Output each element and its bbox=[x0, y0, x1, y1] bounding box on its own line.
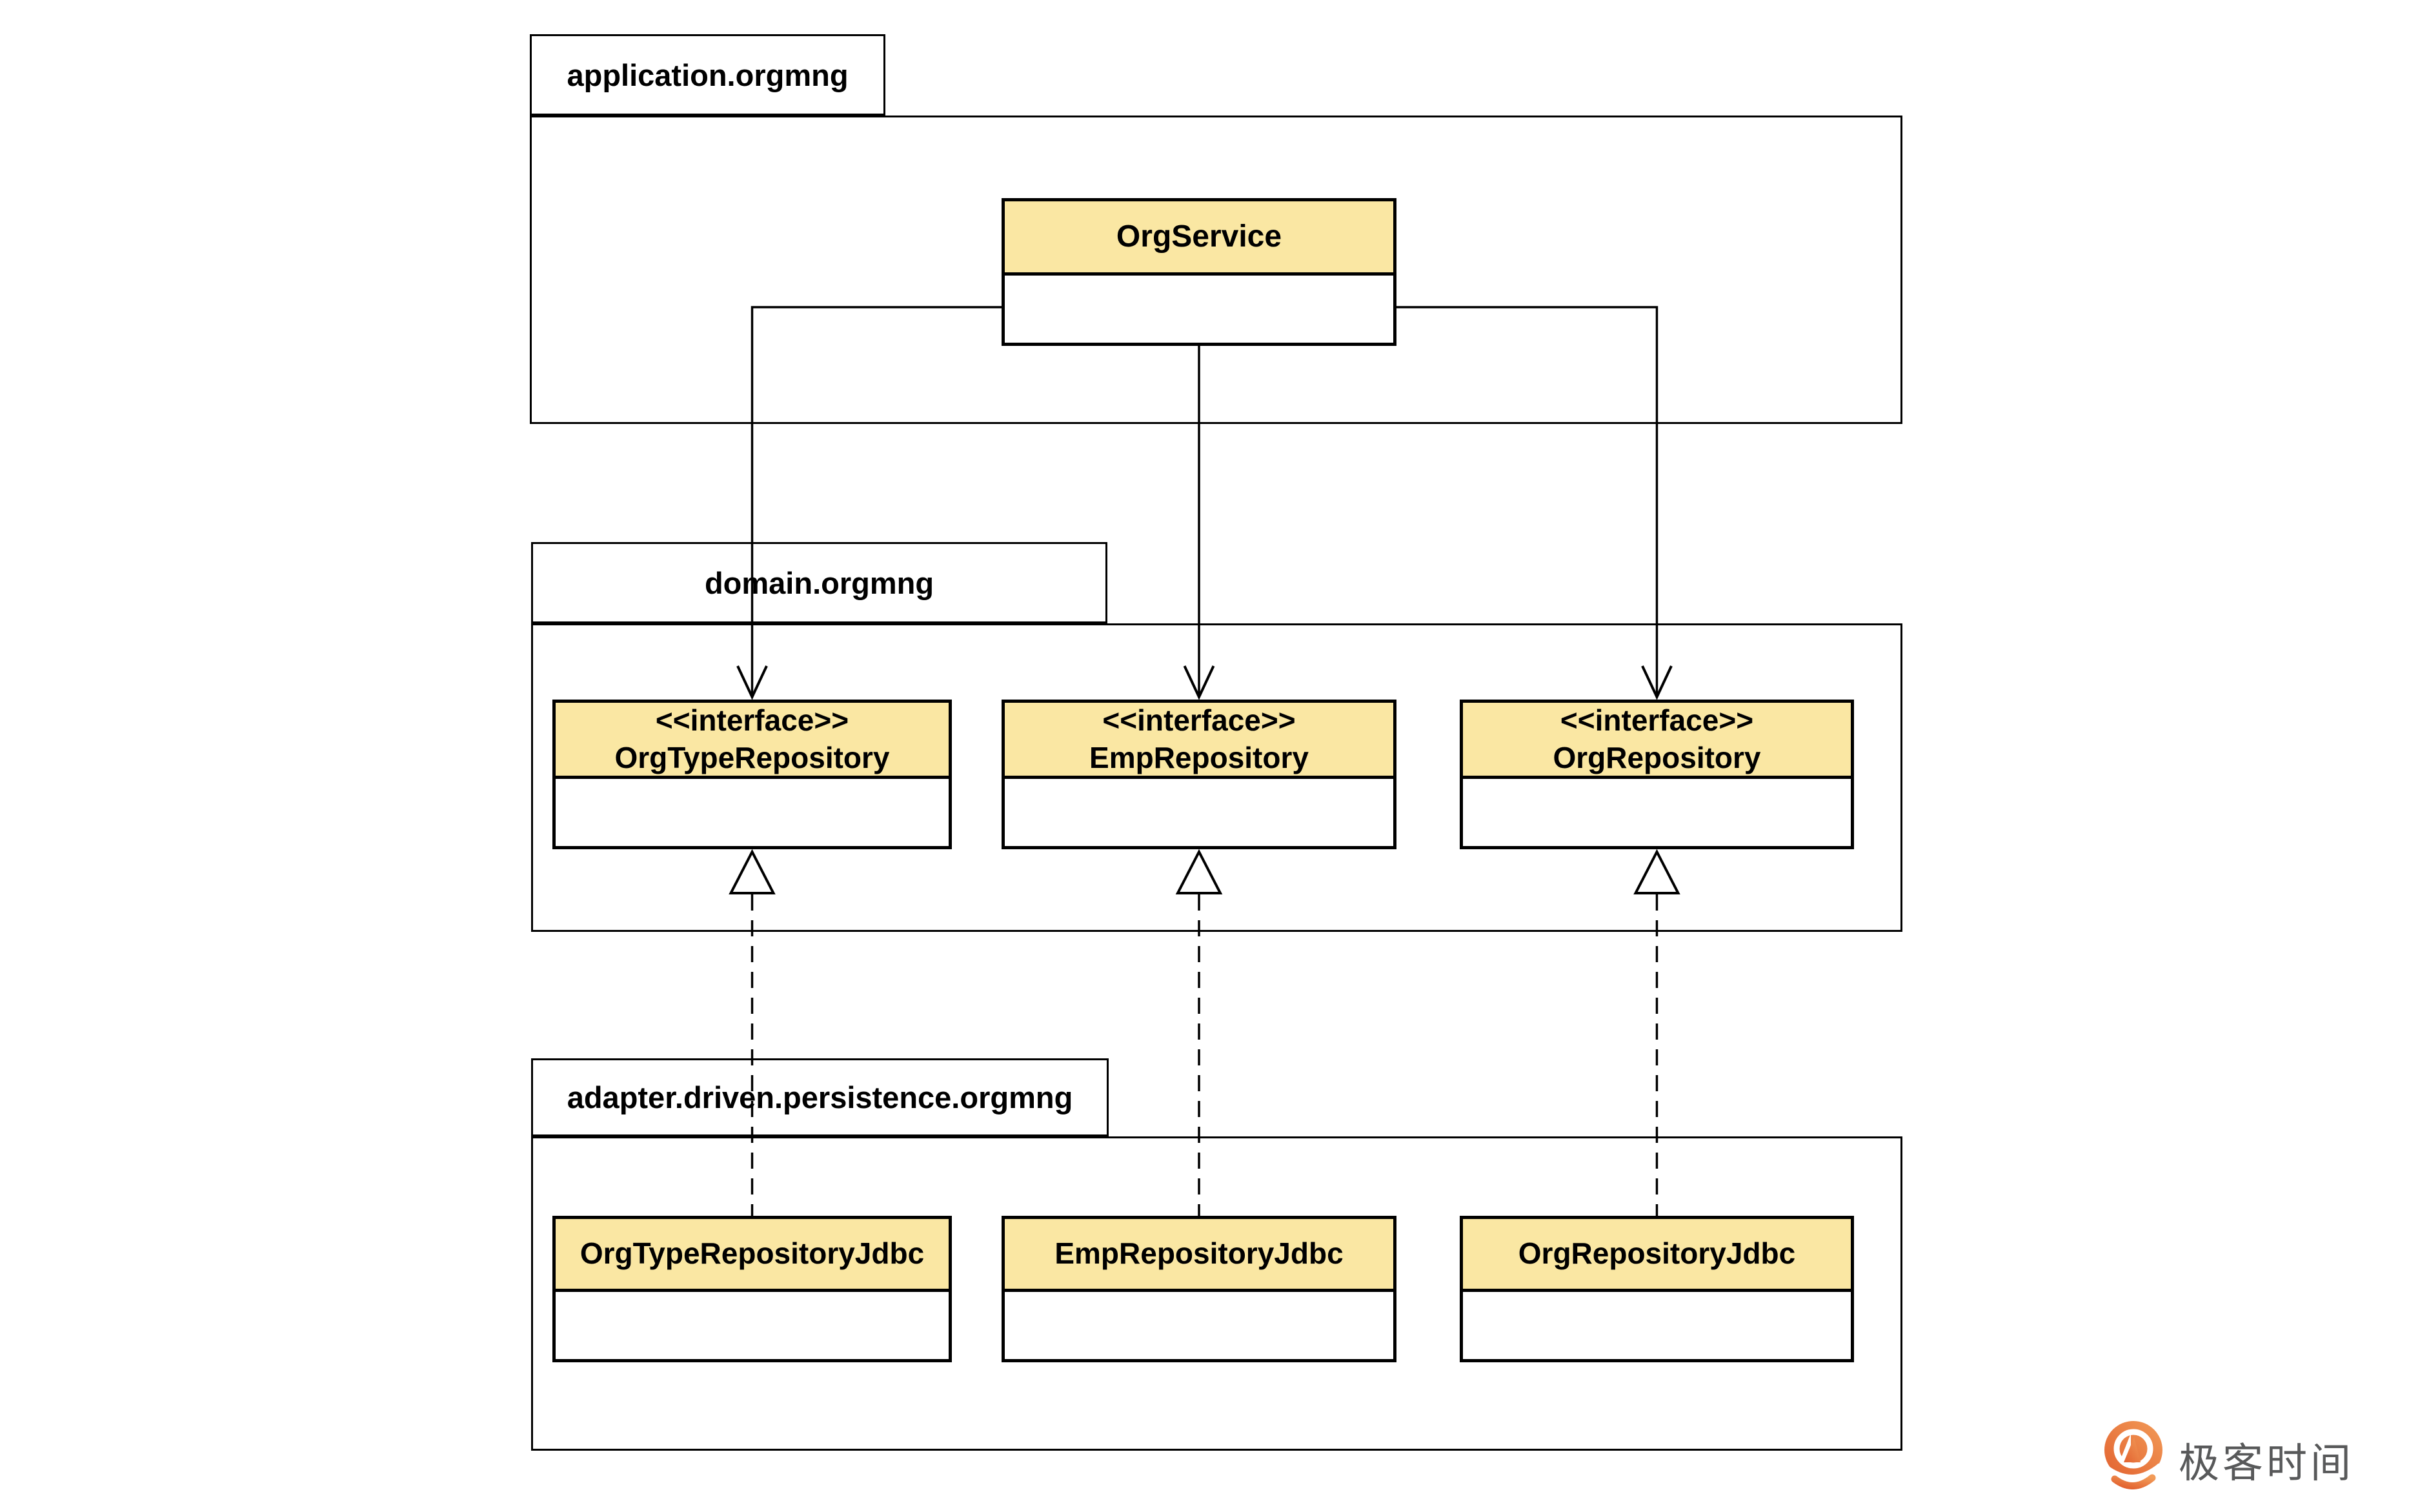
class-box-orgtyperepositoryjdbc: OrgTypeRepositoryJdbc bbox=[552, 1216, 952, 1362]
class-name-orgservice: OrgService bbox=[1116, 219, 1282, 254]
class-box-emprepositoryjdbc: EmpRepositoryJdbc bbox=[1002, 1216, 1396, 1362]
class-header-orgrepository: <<interface>> OrgRepository bbox=[1463, 703, 1851, 779]
class-body-emprepository bbox=[1005, 779, 1393, 846]
class-stereotype-emprepository: <<interface>> bbox=[1102, 703, 1296, 738]
class-body-orgservice bbox=[1005, 276, 1393, 343]
class-stereotype-orgtyperepository: <<interface>> bbox=[655, 703, 849, 738]
class-name-orgtyperepositoryjdbc: OrgTypeRepositoryJdbc bbox=[580, 1236, 925, 1271]
geektime-wordmark: 极客时间 bbox=[2179, 1440, 2354, 1486]
class-header-emprepository: <<interface>> EmpRepository bbox=[1005, 703, 1393, 779]
class-header-emprepositoryjdbc: EmpRepositoryJdbc bbox=[1005, 1219, 1393, 1292]
class-stereotype-orgrepository: <<interface>> bbox=[1560, 703, 1754, 738]
package-tab-domain: domain.orgmng bbox=[531, 542, 1107, 623]
class-box-orgrepository: <<interface>> OrgRepository bbox=[1460, 700, 1854, 849]
package-tab-application: application.orgmng bbox=[530, 34, 885, 116]
package-label-domain: domain.orgmng bbox=[704, 565, 934, 600]
class-header-orgrepositoryjdbc: OrgRepositoryJdbc bbox=[1463, 1219, 1851, 1292]
class-name-orgtyperepository: OrgTypeRepository bbox=[614, 740, 890, 774]
class-name-emprepositoryjdbc: EmpRepositoryJdbc bbox=[1054, 1236, 1344, 1271]
class-box-orgrepositoryjdbc: OrgRepositoryJdbc bbox=[1460, 1216, 1854, 1362]
class-name-emprepository: EmpRepository bbox=[1089, 740, 1309, 774]
class-body-emprepositoryjdbc bbox=[1005, 1292, 1393, 1359]
class-box-orgservice: OrgService bbox=[1002, 198, 1396, 346]
package-label-adapter: adapter.driven.persistence.orgmng bbox=[567, 1080, 1073, 1114]
class-body-orgrepository bbox=[1463, 779, 1851, 846]
class-box-emprepository: <<interface>> EmpRepository bbox=[1002, 700, 1396, 849]
package-tab-adapter: adapter.driven.persistence.orgmng bbox=[531, 1058, 1109, 1136]
class-header-orgservice: OrgService bbox=[1005, 201, 1393, 276]
geektime-icon bbox=[2103, 1421, 2164, 1489]
class-body-orgrepositoryjdbc bbox=[1463, 1292, 1851, 1359]
package-label-application: application.orgmng bbox=[567, 57, 849, 92]
class-body-orgtyperepositoryjdbc bbox=[556, 1292, 949, 1359]
class-name-orgrepositoryjdbc: OrgRepositoryJdbc bbox=[1518, 1236, 1796, 1271]
class-box-orgtyperepository: <<interface>> OrgTypeRepository bbox=[552, 700, 952, 849]
class-name-orgrepository: OrgRepository bbox=[1553, 740, 1761, 774]
class-header-orgtyperepositoryjdbc: OrgTypeRepositoryJdbc bbox=[556, 1219, 949, 1292]
class-header-orgtyperepository: <<interface>> OrgTypeRepository bbox=[556, 703, 949, 779]
geektime-watermark: 极客时间 bbox=[2101, 1420, 2354, 1500]
class-body-orgtyperepository bbox=[556, 779, 949, 846]
